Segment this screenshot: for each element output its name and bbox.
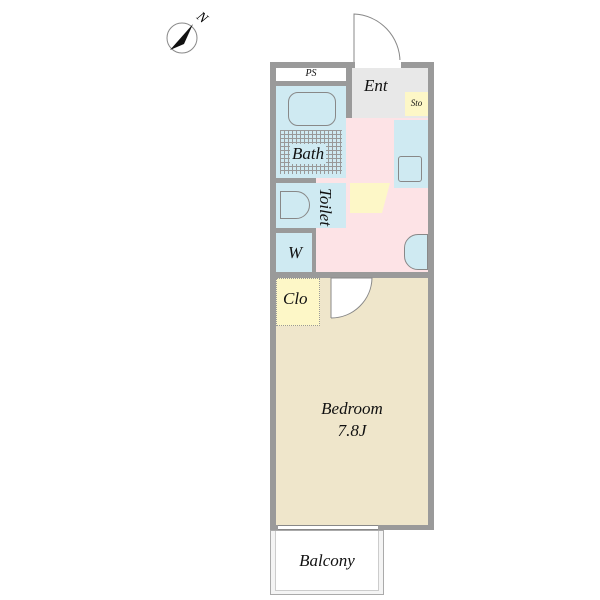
ps-label: PS bbox=[305, 68, 317, 79]
washer-space: W bbox=[276, 233, 312, 272]
bath-label: Bath bbox=[290, 144, 327, 164]
storage-label: Sto bbox=[410, 98, 423, 108]
closet: Clo bbox=[276, 278, 320, 326]
bathroom: Bath bbox=[276, 86, 346, 178]
bathtub-icon bbox=[288, 92, 336, 126]
balcony: Balcony bbox=[270, 530, 384, 595]
closet-label: Clo bbox=[283, 289, 308, 308]
entrance-label: Ent bbox=[364, 76, 388, 95]
balcony-window bbox=[278, 525, 378, 530]
entrance-opening bbox=[355, 60, 401, 68]
toilet-icon bbox=[280, 191, 310, 219]
toilet-label: Toilet bbox=[316, 187, 336, 227]
toilet-room: Toilet bbox=[276, 183, 346, 228]
bedroom-size: 7.8J bbox=[337, 421, 367, 440]
storage: Sto bbox=[405, 92, 428, 116]
washbasin-icon bbox=[404, 234, 428, 270]
kitchen bbox=[394, 120, 428, 188]
balcony-label: Balcony bbox=[299, 551, 355, 570]
compass-label: N bbox=[193, 9, 211, 28]
bedroom-label: Bedroom bbox=[321, 399, 383, 418]
bedroom-door-icon bbox=[330, 277, 373, 319]
washer-label: W bbox=[288, 243, 303, 262]
pipe-space: PS bbox=[276, 68, 346, 81]
entrance-door-icon bbox=[353, 13, 401, 63]
sink-icon bbox=[398, 156, 422, 182]
compass-icon: N bbox=[166, 9, 211, 54]
